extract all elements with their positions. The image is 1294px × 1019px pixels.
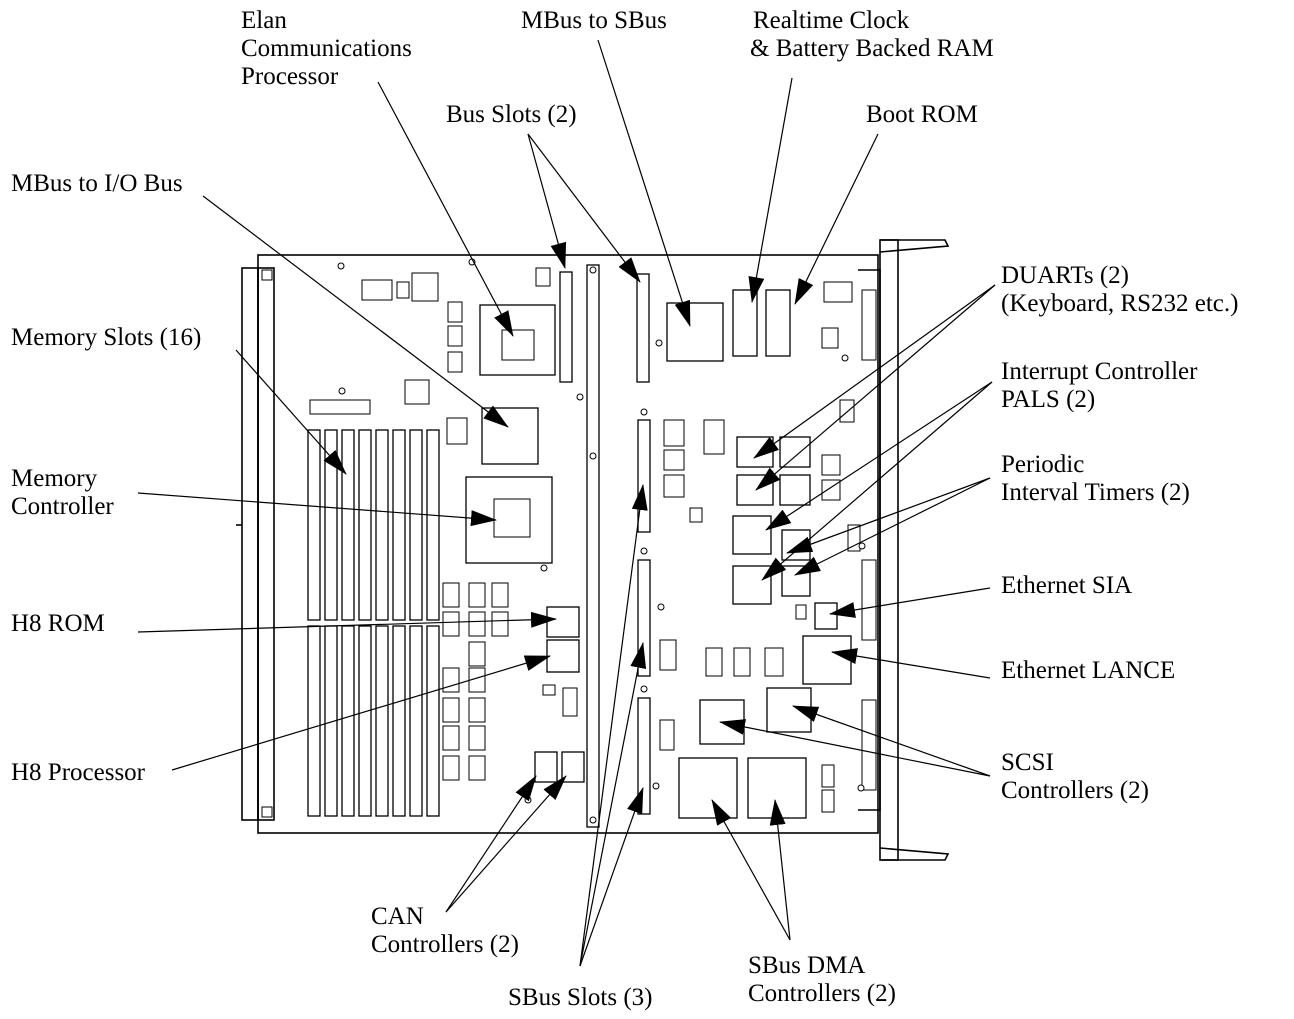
arrow-rtc [748, 77, 793, 303]
label-memory-slots: Memory Slots (16) [11, 324, 201, 351]
can-controller-chips [534, 751, 585, 783]
label-sbus-dma-line1: SBus DMA [748, 952, 865, 979]
label-can-line1: CAN [371, 903, 424, 930]
arrow-mbus-sbus [597, 39, 691, 327]
duart-chips [736, 436, 811, 506]
arrow-duart-2 [755, 284, 996, 491]
arrow-sbus-slot-2 [579, 642, 647, 967]
arrow-timer-1 [786, 477, 991, 554]
arrow-ethernet-lance [831, 648, 991, 679]
label-mbus-io: MBus to I/O Bus [11, 170, 183, 197]
label-sbus-dma-line2: Controllers (2) [748, 980, 896, 1007]
label-scsi-line1: SCSI [1001, 749, 1054, 776]
label-ethernet-sia: Ethernet SIA [1001, 572, 1132, 599]
memory-controller-chip [465, 476, 553, 564]
arrow-sbus-slot-1 [579, 484, 648, 967]
bus-slots [559, 264, 650, 828]
label-scsi-line2: Controllers (2) [1001, 777, 1149, 804]
arrow-h8-rom [137, 611, 557, 633]
label-interrupt-line2: PALS (2) [1001, 386, 1095, 413]
label-interrupt-line1: Interrupt Controller [1001, 358, 1198, 385]
arrow-ethernet-sia [829, 587, 991, 618]
labels: Elan Communications Processor MBus to SB… [11, 7, 1238, 1011]
mbus-sbus-chip [666, 302, 724, 362]
arrow-can-1 [445, 775, 537, 913]
interval-timer-chips [781, 529, 811, 597]
elan-processor-chip [479, 304, 556, 376]
boot-rom-chip [765, 289, 791, 357]
arrow-timer-2 [794, 477, 991, 576]
label-can-line2: Controllers (2) [371, 931, 519, 958]
scsi-controller-chips [699, 687, 812, 745]
label-ethernet-lance: Ethernet LANCE [1001, 657, 1175, 684]
label-elan-line2: Communications [241, 35, 412, 62]
arrow-memory-controller [137, 492, 497, 527]
label-sbus-slots: SBus Slots (3) [508, 984, 652, 1011]
label-timers-line1: Periodic [1001, 451, 1084, 478]
label-elan-line3: Processor [241, 63, 339, 90]
label-rtc-line1: Realtime Clock [753, 7, 910, 34]
arrow-sbus-slot-3 [579, 787, 644, 967]
ethernet-sia-chip [814, 602, 838, 630]
label-memory-controller-line2: Controller [11, 493, 114, 520]
label-memory-controller-line1: Memory [11, 465, 98, 492]
leader-lines [137, 39, 996, 967]
h8-processor-chip [546, 639, 580, 673]
label-duarts-line1: DUARTs (2) [1001, 262, 1129, 289]
arrow-h8-processor [171, 655, 551, 771]
sbus-slots [637, 408, 651, 815]
arrow-can-2 [445, 775, 567, 913]
ethernet-lance-chip [802, 635, 852, 685]
mbus-io-chip [481, 407, 539, 465]
label-mbus-sbus: MBus to SBus [521, 7, 667, 34]
label-elan-line1: Elan [241, 7, 287, 34]
arrow-sbus-dma-1 [711, 799, 791, 941]
h8-rom-chip [546, 606, 580, 638]
arrow-scsi-1 [792, 705, 991, 777]
arrow-memory-slots [235, 349, 347, 475]
arrow-elan [377, 81, 514, 337]
interrupt-controller-chips [732, 515, 772, 605]
arrow-boot-rom [794, 133, 879, 305]
label-duarts-line2: (Keyboard, RS232 etc.) [1001, 290, 1238, 317]
arrow-mbus-io [202, 195, 509, 428]
label-h8-processor: H8 Processor [11, 759, 146, 786]
arrow-sbus-dma-2 [769, 799, 791, 941]
label-h8-rom: H8 ROM [11, 610, 105, 637]
arrow-duart-1 [753, 284, 996, 459]
memory-slots [307, 387, 440, 817]
label-rtc-line2: & Battery Backed RAM [750, 35, 994, 62]
arrow-scsi-2 [719, 719, 991, 777]
circuit-board [236, 239, 950, 861]
rtc-chip [732, 289, 758, 357]
arrow-bus-slot-1 [527, 133, 567, 269]
arrow-bus-slot-2 [527, 133, 641, 283]
arrow-interrupt-1 [765, 381, 993, 531]
sbus-dma-chips [678, 757, 807, 819]
label-bus-slots: Bus Slots (2) [446, 101, 577, 128]
label-boot-rom: Boot ROM [866, 101, 978, 128]
label-timers-line2: Interval Timers (2) [1001, 479, 1190, 506]
